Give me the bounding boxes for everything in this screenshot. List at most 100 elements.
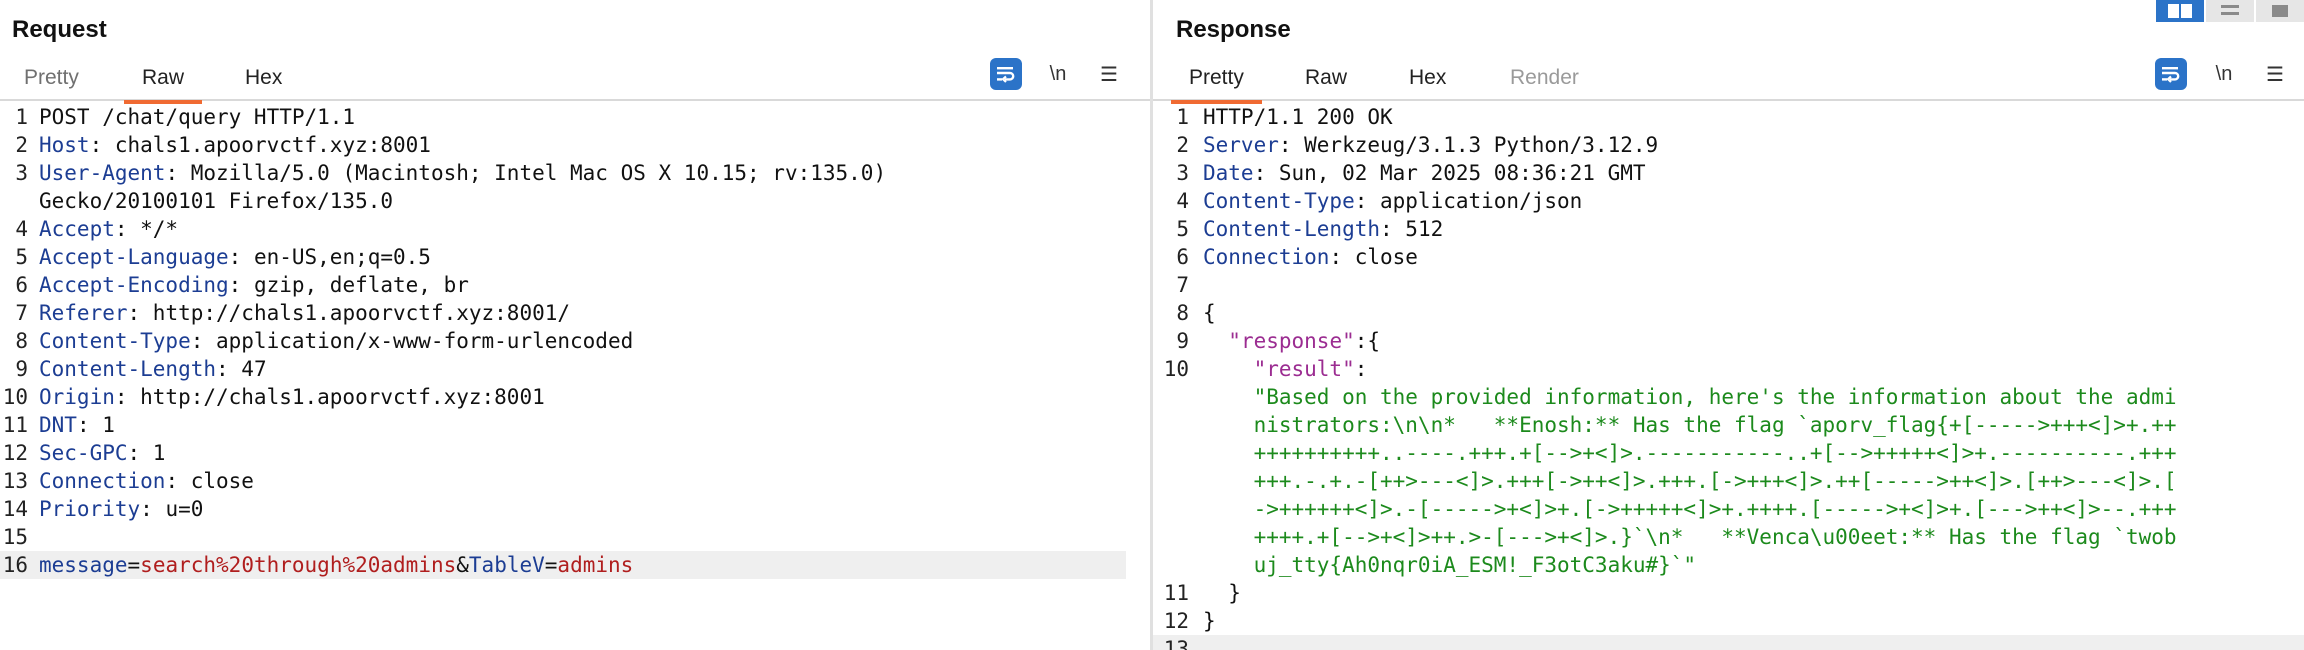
code-line: uj_tty{Ah0nqr0iA_ESM!_F3otC3aku#}`" — [1153, 551, 2304, 579]
code-token: Accept — [39, 217, 115, 241]
code-token: : 1 — [127, 441, 166, 465]
line-text: ++++++++++..----.+++.+[-->+<]>.---------… — [1203, 439, 2177, 467]
highlighted-code-line: 13 — [1153, 635, 2304, 650]
line-text: POST /chat/query HTTP/1.1 — [39, 103, 355, 131]
code-token — [1203, 357, 1254, 381]
code-token: TableV — [468, 553, 545, 577]
response-tab-pretty[interactable]: Pretty — [1171, 66, 1262, 104]
response-newline-toggle[interactable]: \n — [2215, 62, 2233, 85]
line-number: 7 — [1176, 273, 1189, 297]
response-menu-icon[interactable]: ☰ — [2266, 63, 2284, 86]
request-wrap-toggle[interactable] — [990, 58, 1022, 90]
code-token: : u=0 — [140, 497, 204, 521]
code-token: uj_tty{Ah0nqr0iA_ESM!_F3otC3aku#}`" — [1203, 553, 1697, 577]
line-number: 13 — [1163, 637, 1189, 650]
code-token: Origin — [39, 385, 115, 409]
layout-side-by-side-button[interactable] — [2156, 0, 2204, 22]
code-token: Gecko/20100101 Firefox/135.0 — [39, 189, 394, 213]
response-tab-render[interactable]: Render — [1510, 66, 1579, 89]
code-line: ++++.+[-->+<]>++.>-[--->+<]>.}`\n* **Ven… — [1153, 523, 2304, 551]
code-line: 15 — [0, 523, 1150, 551]
line-text: message=search%20through%20admins&TableV… — [39, 551, 633, 579]
line-number: 14 — [2, 497, 28, 521]
response-tab-hex[interactable]: Hex — [1409, 66, 1447, 89]
line-text: } — [1203, 607, 1216, 635]
code-line: ++++++++++..----.+++.+[-->+<]>.---------… — [1153, 439, 2304, 467]
line-text: Server: Werkzeug/3.1.3 Python/3.12.9 — [1203, 131, 1658, 159]
code-token — [1203, 329, 1228, 353]
line-number: 13 — [2, 469, 28, 493]
code-line: nistrators:\n\n* **Enosh:** Has the flag… — [1153, 411, 2304, 439]
line-number: 6 — [1176, 245, 1189, 269]
code-line: 12} — [1153, 607, 2304, 635]
code-token: Content-Type — [39, 329, 191, 353]
request-tab-pretty[interactable]: Pretty — [24, 66, 79, 89]
code-token: : en-US,en;q=0.5 — [228, 245, 431, 269]
line-text: Accept-Encoding: gzip, deflate, br — [39, 271, 469, 299]
line-text: Connection: close — [39, 467, 254, 495]
request-menu-icon[interactable]: ☰ — [1100, 63, 1118, 86]
code-line: 11 } — [1153, 579, 2304, 607]
code-token: Accept-Encoding — [39, 273, 229, 297]
line-text: Date: Sun, 02 Mar 2025 08:36:21 GMT — [1203, 159, 1646, 187]
code-token: admins — [557, 553, 634, 577]
code-token: "Based on the provided information, here… — [1203, 385, 2177, 409]
code-token: ->++++++<]>.-[----->+<]>+.[->+++++<]>+.+… — [1203, 497, 2177, 521]
code-token: : 47 — [216, 357, 267, 381]
line-text: Content-Type: application/json — [1203, 187, 1582, 215]
columns-icon — [2168, 4, 2192, 18]
wrap-lines-icon — [997, 67, 1015, 83]
line-number: 8 — [1176, 301, 1189, 325]
code-token: Sec-GPC — [39, 441, 128, 465]
code-token: } — [1203, 581, 1241, 605]
request-newline-toggle[interactable]: \n — [1049, 62, 1067, 85]
code-token: POST /chat/query HTTP/1.1 — [39, 105, 356, 129]
line-number: 10 — [1163, 357, 1189, 381]
line-text: Connection: close — [1203, 243, 1418, 271]
line-number: 12 — [1163, 609, 1189, 633]
line-text: "result": — [1203, 355, 1368, 383]
code-token: DNT — [39, 413, 77, 437]
request-tab-hex[interactable]: Hex — [245, 66, 283, 89]
single-pane-icon — [2272, 5, 2288, 17]
response-tab-raw[interactable]: Raw — [1305, 66, 1348, 89]
line-text: User-Agent: Mozilla/5.0 (Macintosh; Inte… — [39, 159, 886, 187]
code-token: Content-Type — [1203, 189, 1355, 213]
code-token: Priority — [39, 497, 141, 521]
code-token: "response" — [1228, 329, 1355, 353]
code-line: 10 "result": — [1153, 355, 2304, 383]
response-tabbar: Pretty Raw Hex Render \n ☰ — [1153, 56, 2304, 104]
code-token: : Mozilla/5.0 (Macintosh; Intel Mac OS X… — [165, 161, 887, 185]
code-line: 7 — [1153, 271, 2304, 299]
request-tab-raw[interactable]: Raw — [123, 66, 203, 104]
layout-stacked-button[interactable] — [2206, 0, 2254, 22]
line-number: 5 — [1176, 217, 1189, 241]
code-token: : http://chals1.apoorvctf.xyz:8001/ — [127, 301, 571, 325]
line-number: 15 — [2, 525, 28, 549]
response-wrap-toggle[interactable] — [2155, 58, 2187, 90]
request-title: Request — [12, 16, 107, 43]
layout-single-button[interactable] — [2256, 0, 2304, 22]
code-token: "result" — [1253, 357, 1355, 381]
line-text: Content-Length: 512 — [1203, 215, 1443, 243]
line-number: 4 — [1176, 189, 1189, 213]
code-token: Content-Length — [1203, 217, 1381, 241]
pane-divider[interactable] — [1150, 0, 1153, 650]
line-text: Host: chals1.apoorvctf.xyz:8001 — [39, 131, 431, 159]
line-text: Content-Type: application/x-www-form-url… — [39, 327, 633, 355]
line-text: Content-Length: 47 — [39, 355, 267, 383]
code-line: +++.-.+.-[++>---<]>.+++[->++<]>.+++.[->+… — [1153, 467, 2304, 495]
code-token: : — [1354, 357, 1368, 381]
line-number: 7 — [15, 301, 28, 325]
response-title: Response — [1176, 16, 1291, 43]
code-token: :{ — [1354, 329, 1381, 353]
